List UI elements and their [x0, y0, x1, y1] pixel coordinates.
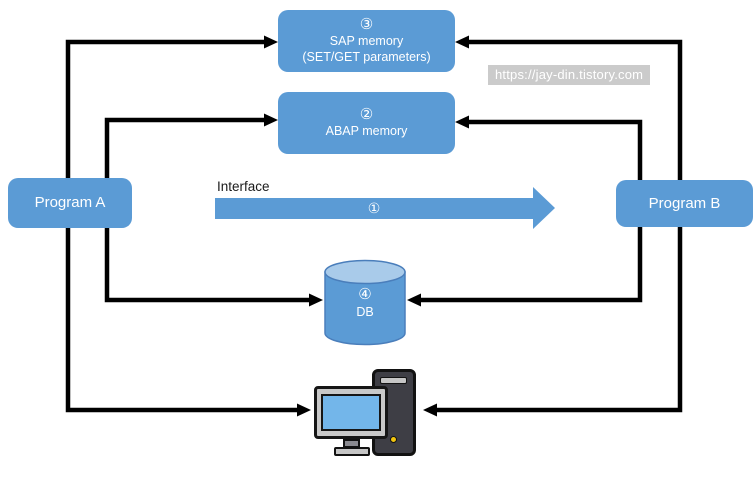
arrow-a-to-db	[104, 210, 323, 307]
arrow-a-to-sap	[65, 35, 278, 200]
watermark-url: https://jay-din.tistory.com	[488, 65, 651, 85]
arrow-a-to-computer	[65, 210, 311, 417]
computer-tower-slot	[380, 377, 407, 384]
sap-memory-number: ③	[359, 15, 374, 33]
interface-label: Interface	[217, 179, 270, 194]
abap-memory-node: ② ABAP memory	[278, 92, 455, 154]
sap-memory-node: ③ SAP memory (SET/GET parameters)	[278, 10, 455, 72]
arrow-b-to-db	[407, 210, 643, 307]
db-number: ④	[358, 286, 372, 303]
interface-number: ①	[367, 200, 381, 216]
arrow-a-to-abap	[104, 113, 278, 200]
program-b-node: Program B	[616, 180, 753, 227]
abap-memory-title: ABAP memory	[325, 124, 408, 139]
arrow-b-to-computer	[423, 210, 683, 417]
abap-memory-number: ②	[359, 105, 374, 123]
db-label: DB	[356, 304, 374, 319]
interface-arrowhead	[533, 187, 555, 229]
monitor-screen	[321, 394, 381, 431]
database-cylinder-icon	[324, 259, 406, 346]
monitor-stand-base	[334, 447, 370, 456]
program-a-node: Program A	[8, 178, 132, 228]
program-a-label: Program A	[34, 194, 106, 212]
arrow-b-to-abap	[455, 115, 643, 200]
desktop-computer-icon	[308, 365, 423, 460]
computer-power-button-icon	[390, 436, 397, 443]
db-node-text: ④ DB	[325, 286, 405, 320]
sap-memory-subtitle: (SET/GET parameters)	[302, 50, 431, 65]
sap-memory-title: SAP memory	[329, 34, 404, 48]
interface-arrow: ①	[215, 198, 533, 219]
arrow-b-to-sap	[455, 35, 683, 200]
program-b-label: Program B	[648, 194, 721, 212]
